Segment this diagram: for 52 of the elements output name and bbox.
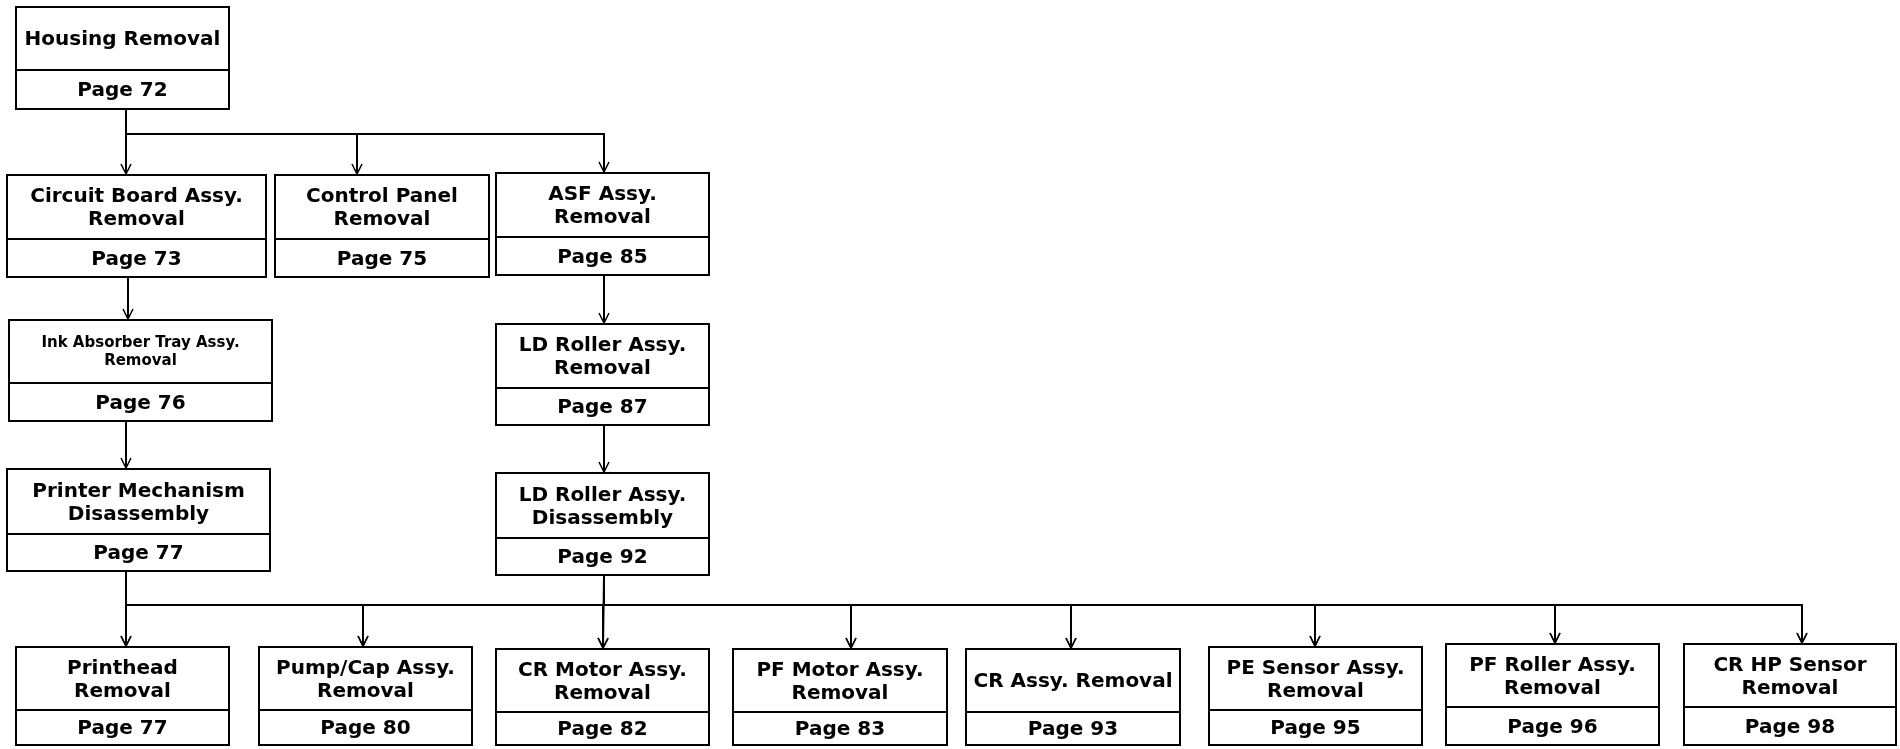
box-title: Printhead Removal: [66, 655, 179, 702]
page-reference: Page 76: [95, 390, 186, 414]
connector-arrow: [122, 277, 134, 320]
process-box: [6, 174, 267, 278]
page-reference: Page 92: [557, 545, 648, 568]
box-title: Ink Absorber Tray Assy. Removal: [40, 334, 241, 369]
box-title: LD Roller Assy. Removal: [517, 333, 688, 379]
page-reference: Page 75: [336, 246, 428, 270]
connector-arrow: [598, 425, 610, 473]
process-box: [15, 6, 230, 110]
box-title: Circuit Board Assy. Removal: [29, 184, 244, 230]
page-reference: Page 98: [1744, 714, 1836, 738]
box-title: PF Motor Assy. Removal: [755, 657, 925, 704]
process-box: [1683, 643, 1897, 746]
process-box: [1208, 646, 1423, 746]
box-title: CR HP Sensor Removal: [1712, 652, 1868, 699]
process-box: [15, 646, 230, 746]
process-box: [732, 648, 948, 746]
process-box: [8, 319, 273, 422]
page-reference: Page 80: [320, 716, 411, 739]
process-box: [495, 472, 710, 576]
box-title: Housing Removal: [24, 27, 221, 50]
connector-arrow: [598, 275, 610, 324]
box-title: PE Sensor Assy. Removal: [1225, 655, 1406, 702]
box-title: ASF Assy. Removal: [547, 182, 658, 228]
page-reference: Page 87: [557, 395, 648, 418]
box-title: Printer Mechanism Disassembly: [31, 478, 246, 525]
box-title: CR Motor Assy. Removal: [517, 657, 688, 704]
box-title: Control Panel Removal: [305, 184, 459, 230]
page-reference: Page 82: [557, 717, 648, 740]
page-reference: Page 96: [1507, 714, 1598, 738]
page-reference: Page 85: [557, 244, 648, 268]
page-reference: Page 73: [91, 246, 182, 270]
process-box: [965, 648, 1181, 746]
page-reference: Page 83: [794, 717, 886, 740]
connector-arrow: [120, 421, 132, 469]
process-box: [258, 646, 473, 746]
process-box: [274, 174, 490, 278]
process-box: [6, 468, 271, 572]
box-title: Pump/Cap Assy. Removal: [275, 655, 456, 702]
process-box: [495, 323, 710, 426]
box-title: PF Roller Assy. Removal: [1468, 652, 1637, 699]
process-box: [1445, 643, 1660, 746]
box-title: LD Roller Assy. Disassembly: [517, 482, 688, 529]
page-reference: Page 95: [1270, 716, 1361, 739]
process-box: [495, 648, 710, 746]
page-reference: Page 77: [93, 541, 184, 564]
page-reference: Page 72: [77, 78, 168, 101]
page-reference: Page 77: [77, 716, 168, 739]
page-reference: Page 93: [1027, 717, 1119, 740]
box-title: CR Assy. Removal: [973, 669, 1173, 692]
process-box: [495, 172, 710, 276]
